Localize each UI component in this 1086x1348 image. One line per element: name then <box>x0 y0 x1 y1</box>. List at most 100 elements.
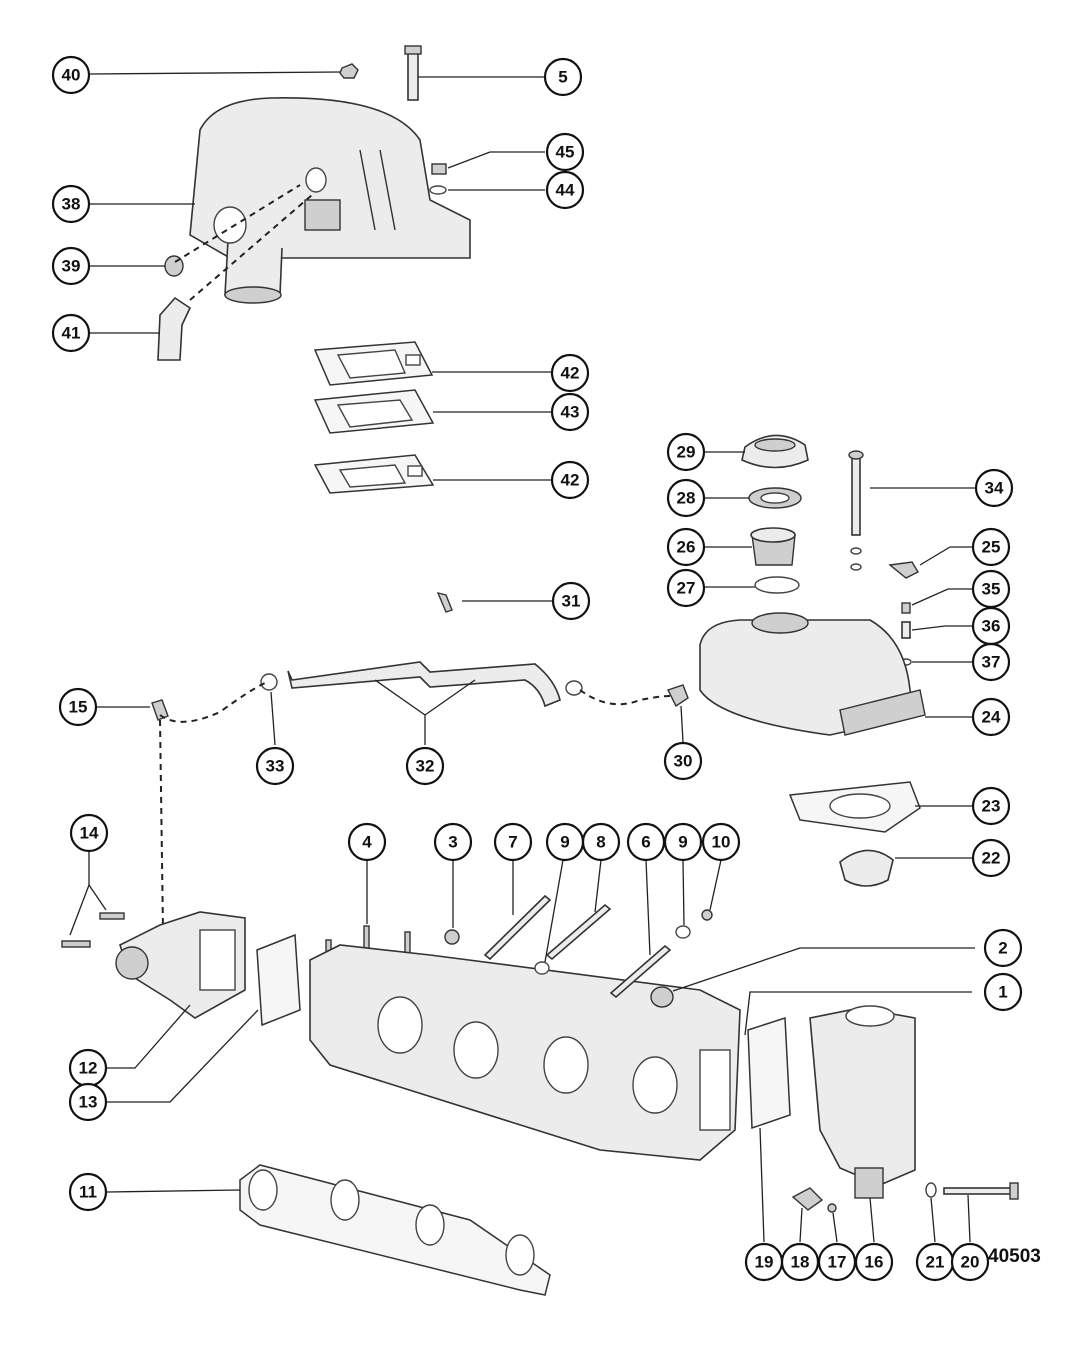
callout-28: 28 <box>666 478 706 518</box>
callout-39: 39 <box>51 246 91 286</box>
part-gasket-42-top <box>313 341 434 386</box>
part-gasket-23 <box>788 781 921 833</box>
part-elbow-fitting-41 <box>157 296 192 361</box>
svg-text:27: 27 <box>677 579 696 598</box>
part-oring-27 <box>754 576 800 594</box>
callout-16: 16 <box>854 1242 894 1282</box>
svg-text:11: 11 <box>79 1183 97 1202</box>
part-exhaust-elbow-38 <box>189 97 471 304</box>
callout-25: 25 <box>971 527 1011 567</box>
svg-text:9: 9 <box>560 833 569 852</box>
callout-23: 23 <box>971 786 1011 826</box>
callout-3: 3 <box>433 822 473 862</box>
callout-20: 20 <box>950 1242 990 1282</box>
callout-10: 10 <box>701 822 741 862</box>
part-filler-neck-26 <box>750 527 796 566</box>
svg-text:19: 19 <box>755 1253 774 1272</box>
svg-text:37: 37 <box>982 653 1001 672</box>
part-stud-7 <box>483 894 552 961</box>
callout-22: 22 <box>971 838 1011 878</box>
callout-18: 18 <box>780 1242 820 1282</box>
callout-2: 2 <box>983 928 1023 968</box>
callout-45: 45 <box>545 132 585 172</box>
part-clamp-33 <box>260 673 278 691</box>
callout-13: 13 <box>68 1082 108 1122</box>
svg-text:2: 2 <box>998 939 1007 958</box>
svg-text:1: 1 <box>998 983 1007 1002</box>
svg-text:36: 36 <box>982 617 1001 636</box>
part-gasket-13 <box>256 933 301 1027</box>
part-plug-2 <box>650 986 674 1008</box>
part-thermostat-22 <box>839 849 894 887</box>
svg-text:15: 15 <box>69 698 88 717</box>
svg-text:25: 25 <box>982 538 1001 557</box>
part-washer-9b <box>675 925 691 939</box>
part-bolt-8 <box>545 903 612 961</box>
svg-text:21: 21 <box>926 1253 945 1272</box>
svg-text:18: 18 <box>791 1253 810 1272</box>
callout-26: 26 <box>666 527 706 567</box>
callout-24: 24 <box>971 697 1011 737</box>
callout-8: 8 <box>581 822 621 862</box>
part-gasket-43 <box>313 389 435 434</box>
part-clip-25 <box>888 561 919 579</box>
part-screw-35 <box>901 602 911 614</box>
svg-text:32: 32 <box>416 757 435 776</box>
part-nut-40 <box>339 63 359 79</box>
callout-40: 40 <box>51 55 91 95</box>
part-reservoir-24 <box>699 612 926 736</box>
svg-text:45: 45 <box>556 143 575 162</box>
svg-text:30: 30 <box>674 752 693 771</box>
svg-text:6: 6 <box>641 833 650 852</box>
svg-text:22: 22 <box>982 849 1001 868</box>
callout-31: 31 <box>551 581 591 621</box>
part-gasket-42-bottom <box>313 454 435 494</box>
svg-text:42: 42 <box>561 364 580 383</box>
svg-text:39: 39 <box>62 257 81 276</box>
callout-38: 38 <box>51 184 91 224</box>
svg-text:14: 14 <box>80 824 99 843</box>
part-washer-21 <box>925 1182 937 1198</box>
svg-text:4: 4 <box>362 833 372 852</box>
part-end-cover-12 <box>115 911 246 1019</box>
callout-27: 27 <box>666 568 706 608</box>
part-screw-31 <box>436 591 453 613</box>
callout-14: 14 <box>69 813 109 853</box>
svg-text:40: 40 <box>62 66 81 85</box>
svg-text:31: 31 <box>562 592 581 611</box>
svg-text:9: 9 <box>678 833 687 852</box>
svg-text:41: 41 <box>62 324 81 343</box>
callout-34: 34 <box>974 468 1014 508</box>
svg-text:8: 8 <box>596 833 605 852</box>
part-fitting-30 <box>667 684 689 708</box>
part-gasket-19 <box>747 1016 791 1130</box>
svg-text:16: 16 <box>865 1253 884 1272</box>
part-bolt-20 <box>943 1182 1019 1200</box>
part-nut-10 <box>701 909 713 921</box>
callout-9-right: 9 <box>663 822 703 862</box>
part-gasket-28 <box>748 487 802 509</box>
callout-37: 37 <box>971 642 1011 682</box>
callout-42-bottom: 42 <box>550 460 590 500</box>
svg-text:33: 33 <box>266 757 285 776</box>
svg-text:12: 12 <box>79 1059 98 1078</box>
figure-number: 40503 <box>988 1246 1041 1267</box>
callout-44: 44 <box>545 170 585 210</box>
callout-30: 30 <box>663 741 703 781</box>
callout-6: 6 <box>626 822 666 862</box>
callout-36: 36 <box>971 606 1011 646</box>
part-washer-44 <box>429 185 447 195</box>
svg-text:13: 13 <box>79 1093 98 1112</box>
callout-1: 1 <box>983 972 1023 1012</box>
callout-41: 41 <box>51 313 91 353</box>
callout-11: 11 <box>68 1172 108 1212</box>
svg-text:24: 24 <box>982 708 1001 727</box>
part-plug-3 <box>444 929 460 945</box>
svg-text:23: 23 <box>982 797 1001 816</box>
part-washer-45 <box>431 163 447 175</box>
part-stud-34 <box>848 450 864 571</box>
part-hose-32 <box>287 661 561 708</box>
callout-15: 15 <box>58 687 98 727</box>
callout-33: 33 <box>255 746 295 786</box>
callout-35: 35 <box>971 569 1011 609</box>
